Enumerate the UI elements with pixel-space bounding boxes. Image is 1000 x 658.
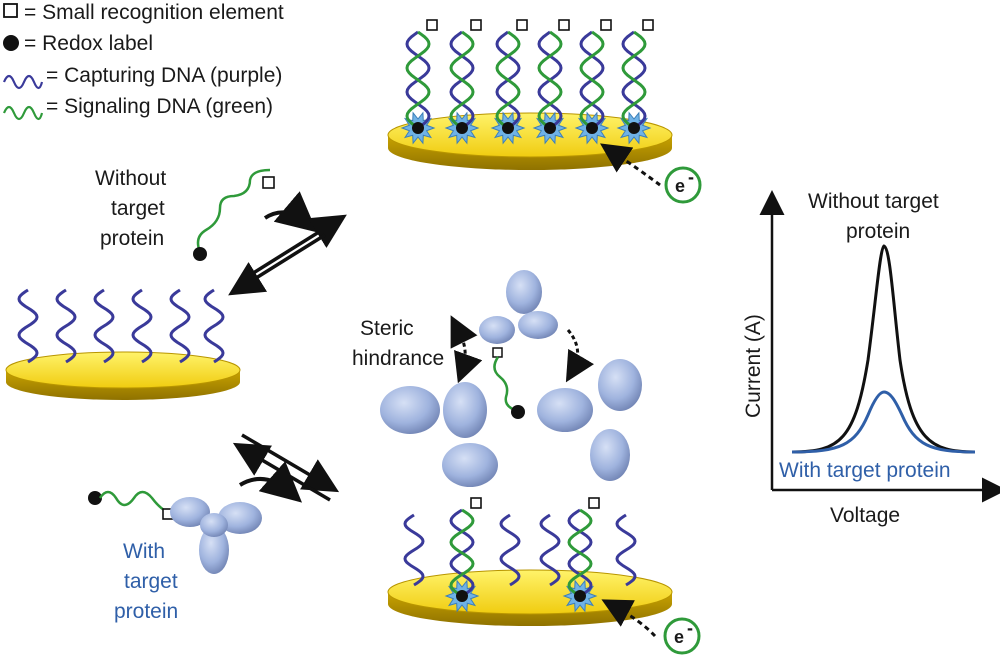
without-label-3: protein <box>100 227 164 250</box>
equilibrium-arrows-top <box>228 214 347 296</box>
electron-transfer-bottom: e - <box>601 599 701 655</box>
legend: = Small recognition element = Redox labe… <box>2 1 284 121</box>
legend-capturing-label: = Capturing DNA (purple) <box>46 64 282 87</box>
capture-strand-bottom-1 <box>403 513 425 587</box>
electron-symbol-bottom: e <box>674 627 684 647</box>
electrode-bottom <box>387 497 673 626</box>
capture-strand-1 <box>17 288 39 364</box>
electrode-left <box>5 288 241 400</box>
without-label-2: target <box>111 197 165 220</box>
electron-sup-bottom: - <box>687 618 693 638</box>
capture-strand-bottom-4 <box>615 513 637 587</box>
with-label-2: target <box>124 570 178 593</box>
capturing-wave-icon <box>2 74 44 90</box>
y-axis-label: Current (A) <box>742 314 765 418</box>
curve-bottom-label: With target protein <box>779 459 951 482</box>
curve-without-target <box>791 244 976 454</box>
free-square <box>262 176 275 189</box>
capture-strand-2 <box>55 288 77 364</box>
dsdna-helix-6 <box>616 19 654 145</box>
legend-square-label: = Small recognition element <box>24 1 284 24</box>
redox-dot-icon <box>3 35 19 51</box>
with-label-3: protein <box>114 600 178 623</box>
steric-label-1: Steric <box>360 317 414 340</box>
dsdna-helix-5 <box>574 19 612 145</box>
curve-top-label-1: Without target <box>808 190 939 213</box>
with-label-1: With <box>123 540 165 563</box>
free-redox-dot <box>193 247 207 261</box>
dsdna-helix-4 <box>532 19 570 145</box>
voltammogram: Without target protein With target prote… <box>742 190 1000 527</box>
without-label-1: Without <box>95 167 166 190</box>
electrode-top <box>387 19 673 170</box>
bound-helix-1 <box>444 497 482 613</box>
dsdna-helix-1 <box>400 19 438 145</box>
signaling-wave-icon <box>2 105 44 121</box>
equilibrium-arrows-bottom <box>232 433 340 503</box>
capture-strand-bottom-2 <box>499 513 521 587</box>
target-protein-small <box>170 497 262 574</box>
legend-signaling-label: = Signaling DNA (green) <box>46 95 273 118</box>
steric-hindrance-group: Steric hindrance <box>352 315 595 419</box>
curve-with-target <box>791 390 976 454</box>
target-proteins-cluster <box>380 270 642 487</box>
without-target-group: Without target protein <box>95 167 318 261</box>
capture-strand-5 <box>169 288 191 364</box>
binding-arrow-bottom <box>238 461 303 503</box>
capture-strand-6 <box>203 288 225 364</box>
capture-strand-3 <box>93 288 115 364</box>
electron-icon-bottom <box>663 617 701 655</box>
square-icon <box>3 3 18 18</box>
capture-strand-bottom-3 <box>539 513 561 587</box>
electron-sup: - <box>688 167 694 187</box>
electron-icon <box>664 166 702 204</box>
electron-symbol: e <box>675 176 685 196</box>
electron-transfer-top: e - <box>600 143 702 204</box>
legend-dot-label: = Redox label <box>24 32 153 55</box>
curve-top-label-2: protein <box>846 220 910 243</box>
dsdna-helix-3 <box>490 19 528 145</box>
capture-strand-4 <box>131 288 153 364</box>
bound-helix-2 <box>562 497 600 613</box>
with-target-group: With target protein <box>88 490 262 623</box>
x-axis-label: Voltage <box>830 504 900 527</box>
binding-arrow-top <box>263 191 318 233</box>
steric-label-2: hindrance <box>352 347 444 370</box>
dsdna-helix-2 <box>444 19 482 145</box>
